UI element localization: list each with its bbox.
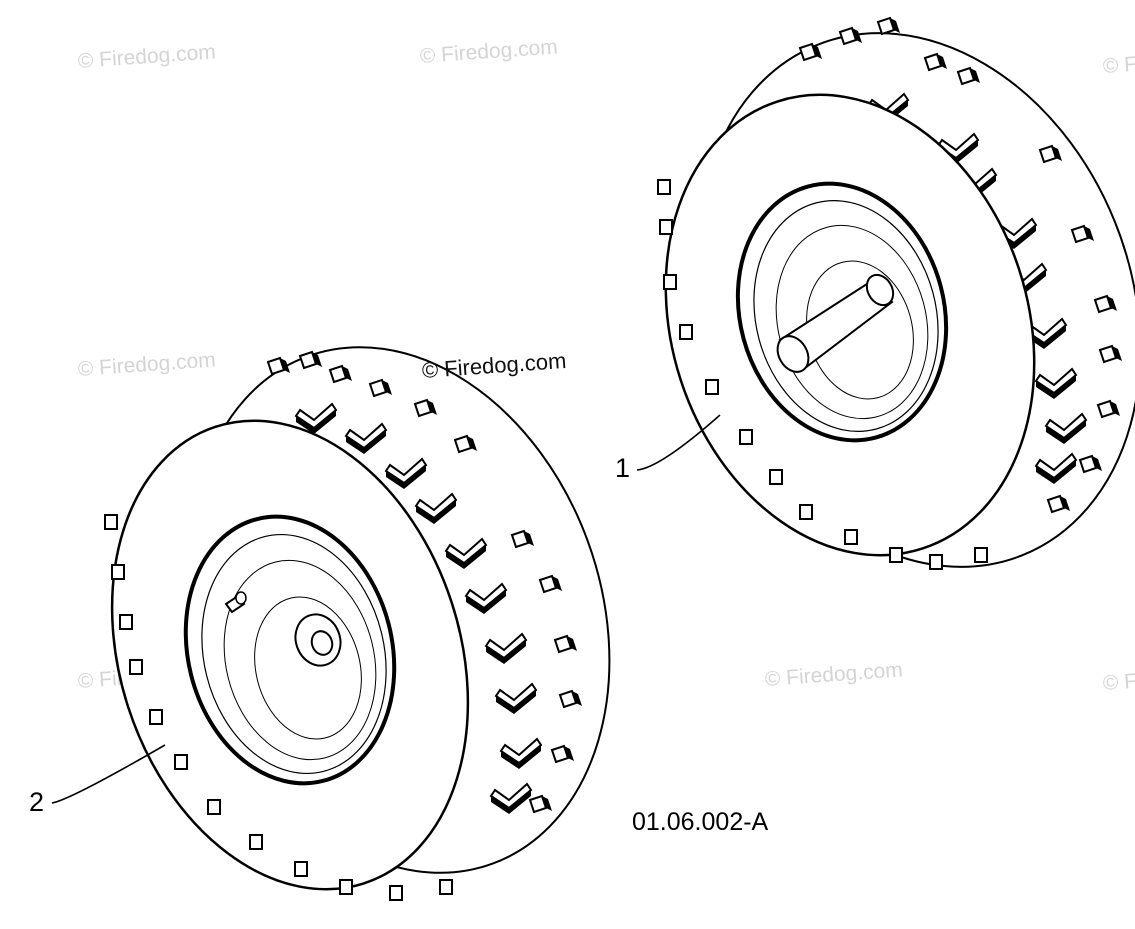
wheel-1-sidewall-lugs bbox=[657, 179, 988, 570]
callout-1: 1 bbox=[615, 453, 631, 483]
leader-line-1 bbox=[636, 414, 721, 471]
wheel-1 bbox=[657, 17, 1135, 570]
wheel-2-sidewall-lugs bbox=[104, 514, 453, 901]
leader-line-2 bbox=[51, 744, 166, 804]
drawing-code: 01.06.002-A bbox=[632, 808, 769, 836]
callout-2: 2 bbox=[29, 787, 45, 817]
wheel-2-hub bbox=[224, 591, 342, 667]
wheel-1-axle bbox=[776, 273, 895, 373]
wheel-2 bbox=[104, 346, 611, 901]
